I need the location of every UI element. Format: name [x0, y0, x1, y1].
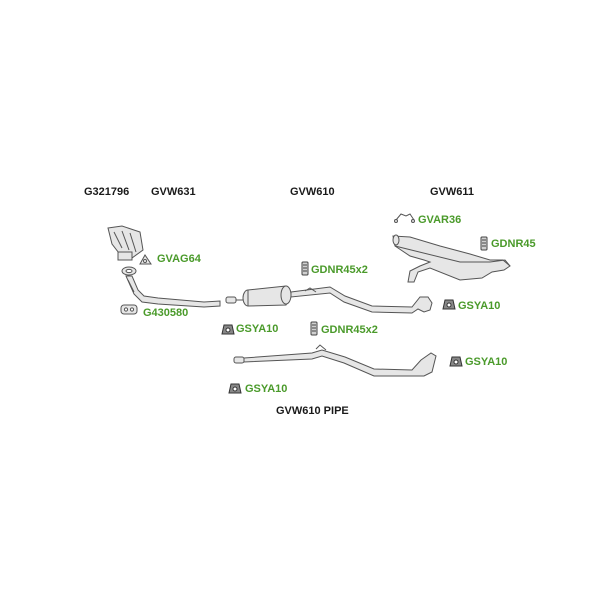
flange-icon[interactable] — [121, 266, 137, 276]
manifold-icon[interactable] — [107, 225, 144, 261]
clamp-icon[interactable] — [301, 261, 309, 276]
part-label-g321796[interactable]: G321796 — [84, 186, 130, 198]
hanger-icon[interactable] — [228, 383, 242, 394]
accessory-label-g430580[interactable]: G430580 — [143, 307, 189, 319]
accessory-label-gvag64[interactable]: GVAG64 — [157, 253, 201, 265]
accessory-label-gvar36[interactable]: GVAR36 — [418, 214, 462, 226]
part-label-gvw610[interactable]: GVW610 — [290, 186, 335, 198]
hanger-icon[interactable] — [221, 324, 235, 335]
clamp-icon[interactable] — [310, 321, 318, 336]
accessory-label-gsya10[interactable]: GSYA10 — [465, 356, 508, 368]
flange-plate-icon[interactable] — [120, 304, 138, 315]
part-label-gvw610-pipe[interactable]: GVW610 PIPE — [276, 405, 349, 417]
gvw610-pipe[interactable] — [233, 344, 437, 377]
down-pipe[interactable] — [125, 275, 221, 308]
hanger-icon[interactable] — [442, 299, 456, 310]
clamp-icon[interactable] — [480, 236, 488, 251]
accessory-label-gdnr45[interactable]: GDNR45 — [491, 238, 536, 250]
middle-silencer[interactable] — [225, 285, 433, 314]
accessory-label-gsya10[interactable]: GSYA10 — [245, 383, 288, 395]
gasket-icon[interactable] — [139, 254, 152, 265]
part-label-gvw631[interactable]: GVW631 — [151, 186, 196, 198]
accessory-label-gdnr45x2[interactable]: GDNR45x2 — [311, 264, 368, 276]
accessory-label-gdnr45x2[interactable]: GDNR45x2 — [321, 324, 378, 336]
bracket-icon[interactable] — [394, 213, 415, 223]
accessory-label-gsya10[interactable]: GSYA10 — [458, 300, 501, 312]
rear-silencer[interactable] — [392, 234, 511, 283]
hanger-icon[interactable] — [449, 356, 463, 367]
part-label-gvw611[interactable]: GVW611 — [430, 186, 475, 198]
accessory-label-gsya10[interactable]: GSYA10 — [236, 323, 279, 335]
